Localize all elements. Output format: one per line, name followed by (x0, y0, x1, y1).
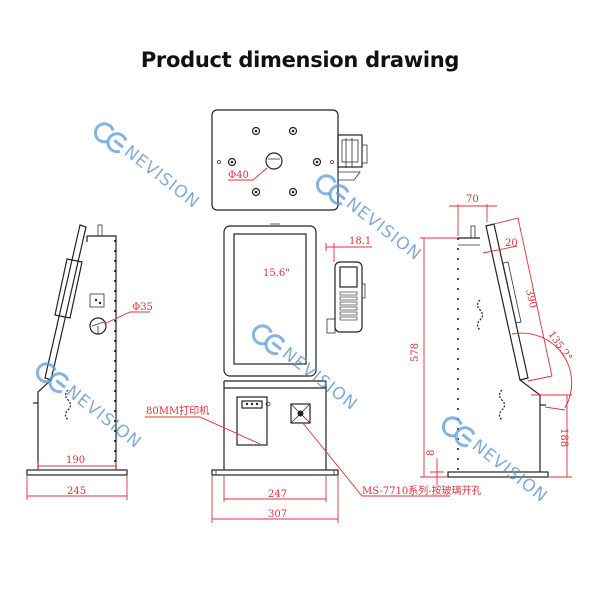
watermark-4: NEVISION (35, 362, 145, 453)
right-total-height: 578 (410, 343, 421, 362)
watermark-1: NEVISION (93, 122, 203, 213)
watermark-text: NEVISION (120, 142, 203, 213)
right-lower-height: 188 (558, 428, 569, 447)
left-inner-width: 190 (66, 455, 85, 466)
scanner-callout: MS-7710系列-按玻璃开孔 (362, 484, 482, 497)
svg-text:NEVISION: NEVISION (62, 382, 145, 453)
scanner-keypad (339, 291, 358, 321)
front-base-width: 307 (268, 509, 287, 520)
mount-holes (217, 126, 334, 197)
left-hole-diameter: Φ35 (132, 302, 153, 313)
svg-text:NEVISION: NEVISION (342, 194, 425, 265)
right-screen-thickness: 20 (505, 238, 518, 249)
right-screen-length: 390 (523, 288, 538, 309)
right-base-height: 8 (426, 450, 437, 456)
watermark-2: NEVISION (315, 174, 425, 265)
screen-size-label: 15.6" (263, 268, 290, 279)
front-view: 15.6" 18.1 80MM打印机 MS-7710系列-按玻璃开孔 247 3… (145, 223, 482, 523)
page-title: Product dimension drawing (140, 48, 460, 72)
right-top-depth: 70 (466, 194, 479, 205)
front-inner-width: 247 (268, 489, 287, 500)
right-side-view: 70 20 390 135.2° 578 8 188 (410, 194, 574, 485)
top-view: Φ40 (211, 109, 368, 211)
right-tilt-angle: 135.2° (546, 329, 574, 363)
scanner-offset-label: 18.1 (349, 236, 371, 247)
left-base-width: 245 (67, 486, 86, 497)
watermark-3: NEVISION (251, 324, 361, 415)
top-hole-diameter: Φ40 (228, 170, 249, 181)
printer-callout: 80MM打印机 (146, 404, 209, 417)
